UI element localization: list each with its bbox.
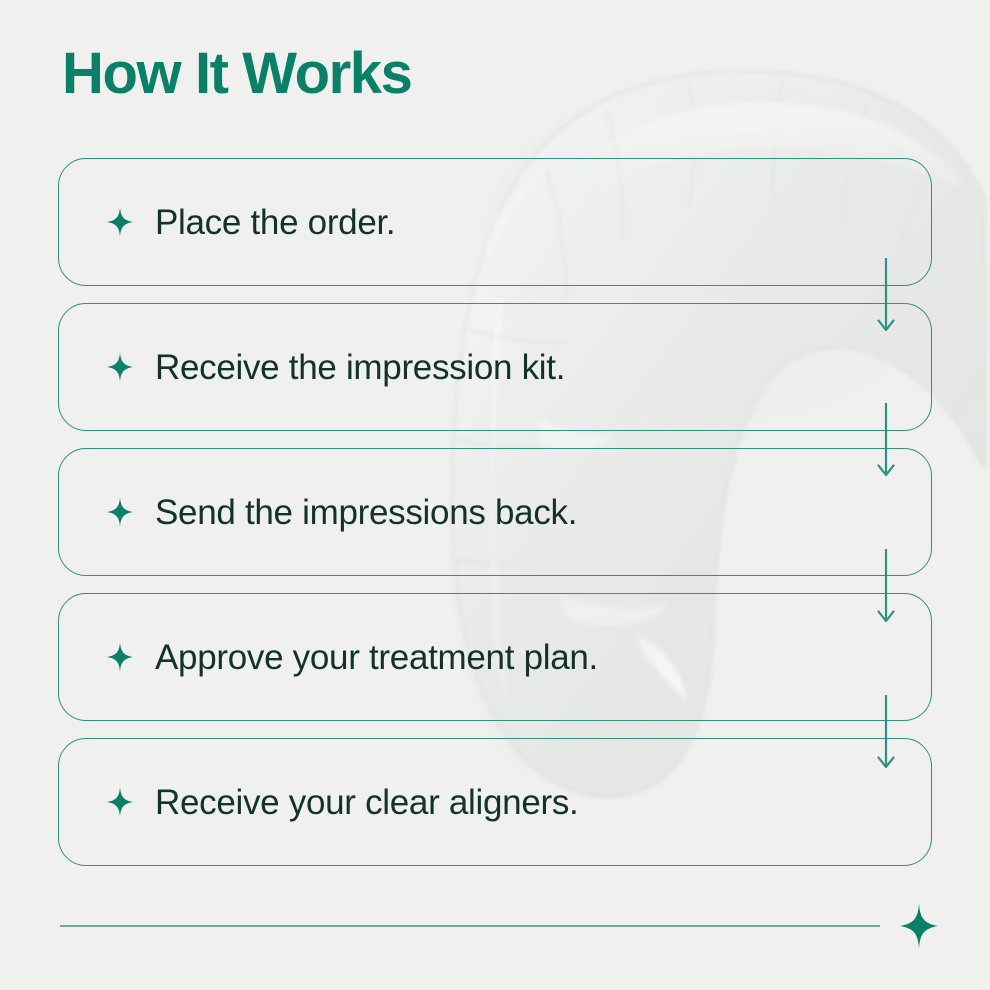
sparkle-icon xyxy=(107,352,133,382)
step-card-3[interactable]: Send the impressions back. xyxy=(58,448,932,576)
sparkle-icon xyxy=(900,903,938,949)
sparkle-icon xyxy=(107,642,133,672)
sparkle-icon xyxy=(107,207,133,237)
step-label: Receive the impression kit. xyxy=(155,347,566,387)
sparkle-icon xyxy=(107,787,133,817)
sparkle-icon xyxy=(107,497,133,527)
step-label: Receive your clear aligners. xyxy=(155,782,579,822)
step-card-4[interactable]: Approve your treatment plan. xyxy=(58,593,932,721)
page-title: How It Works xyxy=(62,41,413,106)
footer-divider xyxy=(60,925,880,927)
step-label: Place the order. xyxy=(155,202,396,242)
step-card-1[interactable]: Place the order. xyxy=(58,158,932,286)
step-label: Approve your treatment plan. xyxy=(155,637,598,677)
step-card-5[interactable]: Receive your clear aligners. xyxy=(58,738,932,866)
steps-list: Place the order. Receive the impression … xyxy=(58,158,932,866)
step-label: Send the impressions back. xyxy=(155,492,578,532)
step-card-2[interactable]: Receive the impression kit. xyxy=(58,303,932,431)
